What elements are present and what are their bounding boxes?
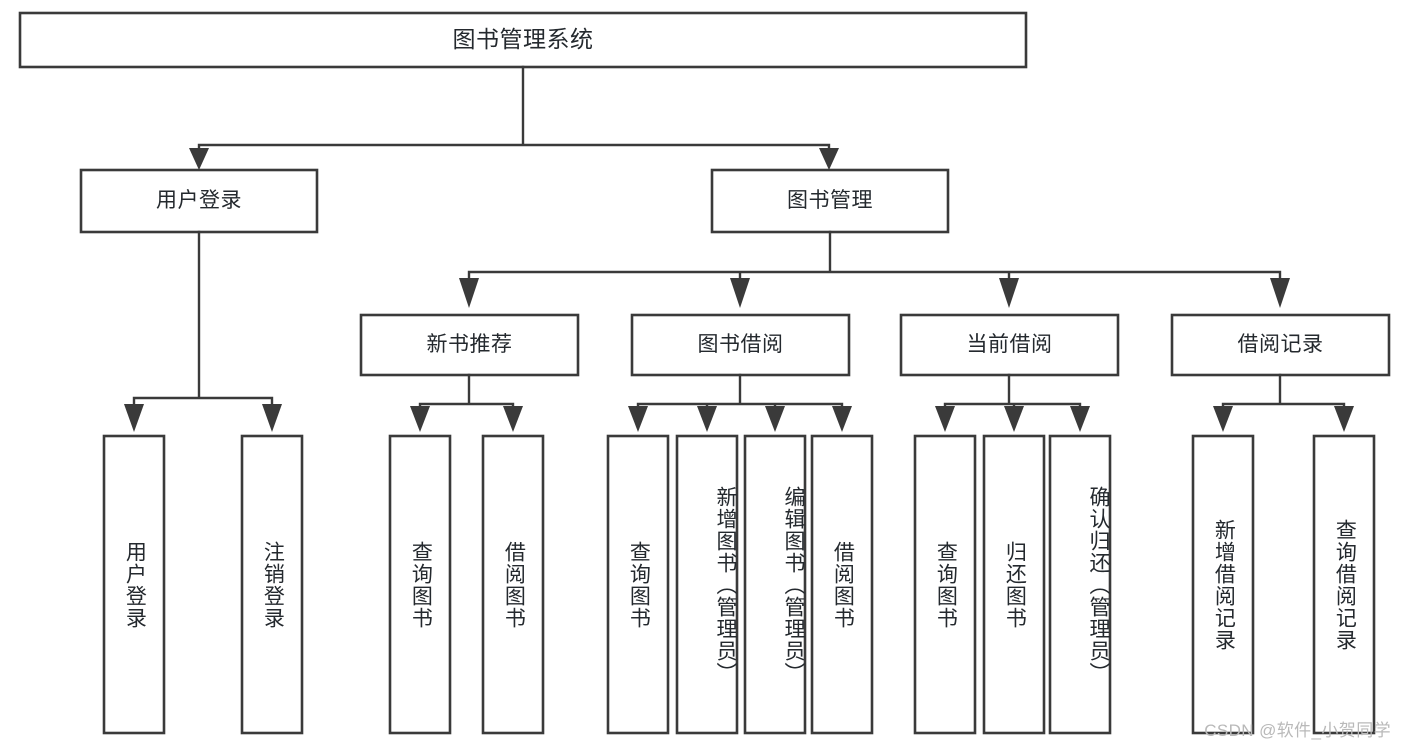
arrow-head-to-user-login (189, 148, 209, 170)
arrow-head-leaf-user-logout (262, 404, 282, 432)
node-box-leaf-confirm-return[interactable] (1048, 434, 1112, 735)
node-box-current-borrow[interactable] (899, 313, 1120, 377)
node-box-root[interactable] (18, 11, 1028, 69)
connector-book-manage-to-level3 (467, 230, 1282, 292)
node-box-leaf-user-logout[interactable] (240, 434, 304, 735)
node-box-book-manage[interactable] (710, 168, 950, 234)
node-box-leaf-query-book-2[interactable] (606, 434, 670, 735)
node-box-leaf-edit-book[interactable] (743, 434, 807, 735)
arrow-head-leaf-query-book-1 (410, 406, 430, 432)
arrow-head-leaf-add-book (697, 406, 717, 432)
node-box-leaf-add-book[interactable] (675, 434, 739, 735)
node-box-leaf-user-login[interactable] (102, 434, 166, 735)
node-box-leaf-query-book-3[interactable] (913, 434, 977, 735)
arrow-head-to-borrow-record (1270, 278, 1290, 308)
node-box-borrow-record[interactable] (1170, 313, 1391, 377)
node-box-leaf-query-record[interactable] (1312, 434, 1376, 735)
arrow-head-leaf-edit-book (765, 406, 785, 432)
arrow-head-to-book-borrow (730, 278, 750, 308)
node-box-leaf-return-book[interactable] (982, 434, 1046, 735)
connector-root-to-level2 (197, 65, 831, 165)
node-box-leaf-query-book-1[interactable] (388, 434, 452, 735)
arrow-head-to-book-manage (819, 148, 839, 170)
node-box-leaf-add-record[interactable] (1191, 434, 1255, 735)
node-box-leaf-borrow-book-1[interactable] (481, 434, 545, 735)
connector-new-book-recommend-to-leaves (418, 373, 515, 416)
arrow-head-leaf-query-book-2 (628, 406, 648, 432)
connector-user-login-to-leaves (132, 230, 274, 416)
arrow-head-to-new-book-recommend (459, 278, 479, 308)
arrow-head-leaf-borrow-book-1 (503, 406, 523, 432)
arrow-head-leaf-user-login (124, 404, 144, 432)
node-box-new-book-recommend[interactable] (359, 313, 580, 377)
connector-book-borrow-to-leaves (636, 373, 844, 416)
arrow-head-leaf-borrow-book-2 (832, 406, 852, 432)
arrow-head-to-current-borrow (999, 278, 1019, 308)
node-box-user-login[interactable] (79, 168, 319, 234)
node-box-book-borrow[interactable] (630, 313, 851, 377)
arrow-head-leaf-add-record (1213, 406, 1233, 432)
connector-borrow-record-to-leaves (1221, 373, 1346, 416)
arrow-head-leaf-confirm-return (1070, 406, 1090, 432)
arrow-head-leaf-query-record (1334, 406, 1354, 432)
arrow-head-leaf-query-book-3 (935, 406, 955, 432)
arrow-head-leaf-return-book (1004, 406, 1024, 432)
node-box-leaf-borrow-book-2[interactable] (810, 434, 874, 735)
